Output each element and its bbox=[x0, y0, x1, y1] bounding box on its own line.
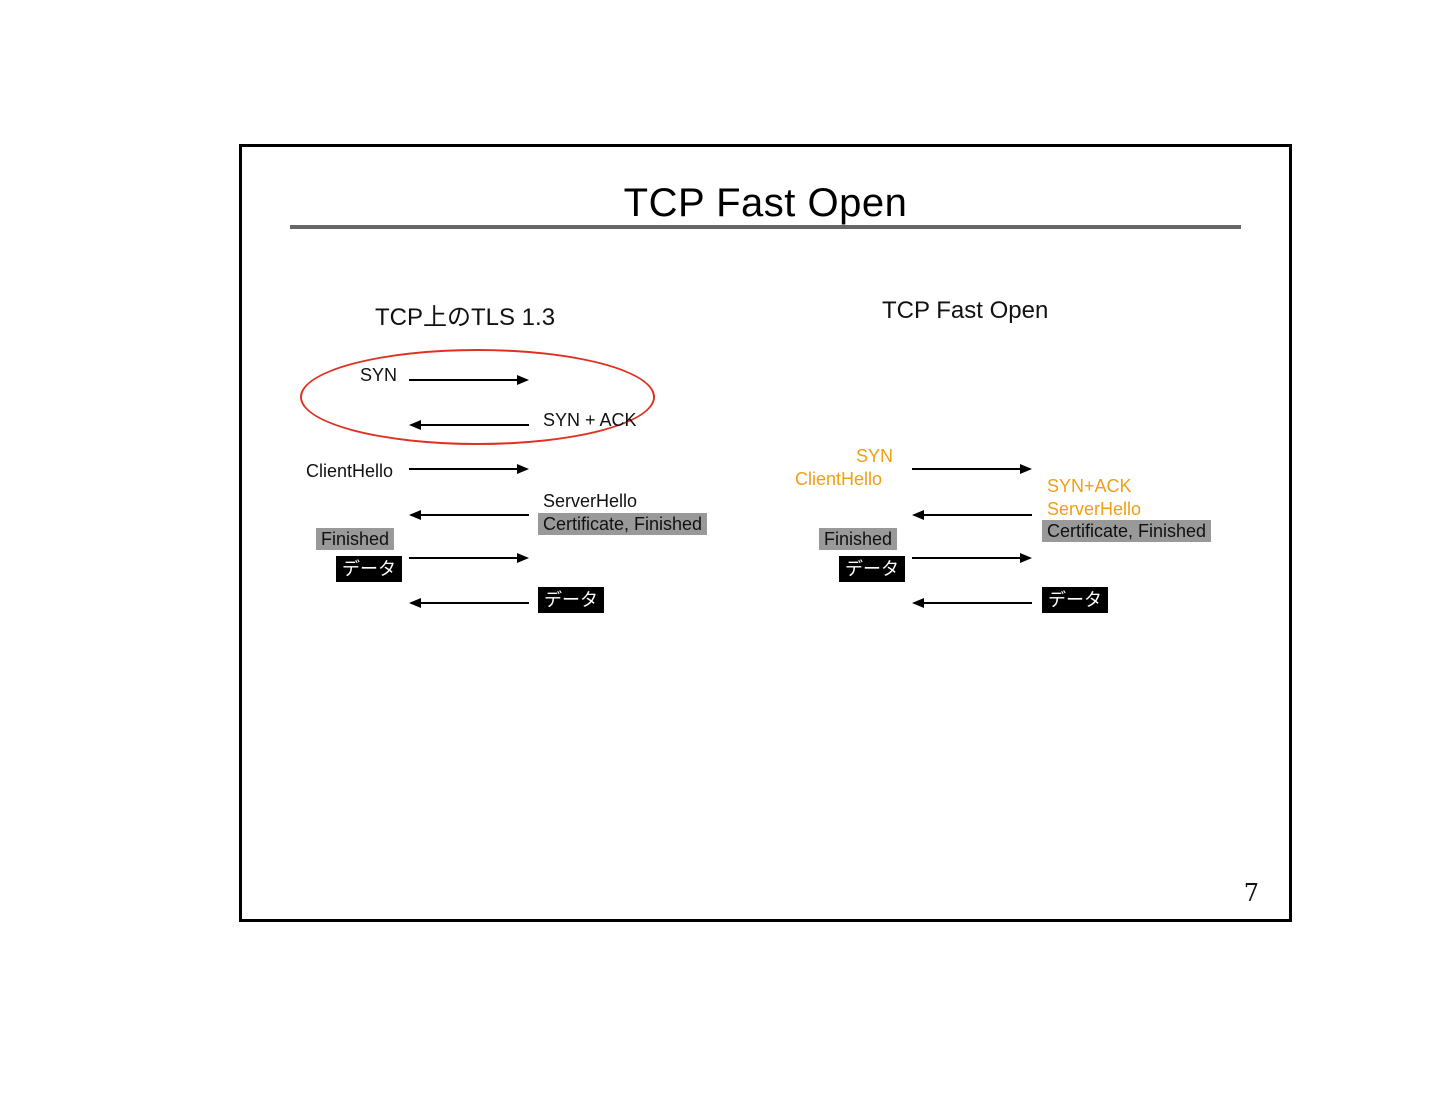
left-clienthello-arrow bbox=[409, 464, 529, 474]
right-serverhello-label: ServerHello bbox=[1047, 499, 1142, 519]
left-cert-finished-box: Certificate, Finished bbox=[538, 513, 708, 535]
page-number: 7 bbox=[1243, 879, 1259, 907]
right-syn-label: SYN bbox=[856, 446, 894, 466]
left-serverhello-label: ServerHello bbox=[543, 491, 638, 511]
right-serverhello-arrow bbox=[912, 510, 1032, 520]
right-data-client-arrow bbox=[912, 553, 1032, 563]
title-divider bbox=[290, 225, 1241, 229]
highlight-ellipse bbox=[300, 349, 655, 445]
right-finished-box: Finished bbox=[819, 528, 898, 550]
left-data-server-box: データ bbox=[538, 587, 604, 613]
left-synack-arrow bbox=[409, 420, 529, 430]
right-syn-clienthello-arrow bbox=[912, 464, 1032, 474]
right-cert-finished-box: Certificate, Finished bbox=[1042, 520, 1212, 542]
right-clienthello-label: ClientHello bbox=[795, 469, 883, 489]
left-data-client-arrow bbox=[409, 553, 529, 563]
left-syn-label: SYN bbox=[360, 365, 398, 385]
left-syn-arrow bbox=[409, 375, 529, 385]
right-data-server-arrow bbox=[912, 598, 1032, 608]
right-data-server-box: データ bbox=[1042, 587, 1108, 613]
left-data-client-box: データ bbox=[336, 556, 402, 582]
left-clienthello-label: ClientHello bbox=[306, 461, 394, 481]
right-heading: TCP Fast Open bbox=[882, 297, 1049, 324]
right-data-client-box: データ bbox=[839, 556, 905, 582]
left-finished-box: Finished bbox=[316, 528, 395, 550]
left-data-server-arrow bbox=[409, 598, 529, 608]
right-synack-label: SYN+ACK bbox=[1047, 476, 1132, 496]
slide: TCP Fast Open TCP上のTLS 1.3 SYN SYN + ACK… bbox=[239, 144, 1292, 922]
left-heading: TCP上のTLS 1.3 bbox=[375, 304, 556, 331]
left-synack-label: SYN + ACK bbox=[543, 410, 637, 430]
left-serverhello-arrow bbox=[409, 510, 529, 520]
slide-title: TCP Fast Open bbox=[623, 181, 908, 225]
